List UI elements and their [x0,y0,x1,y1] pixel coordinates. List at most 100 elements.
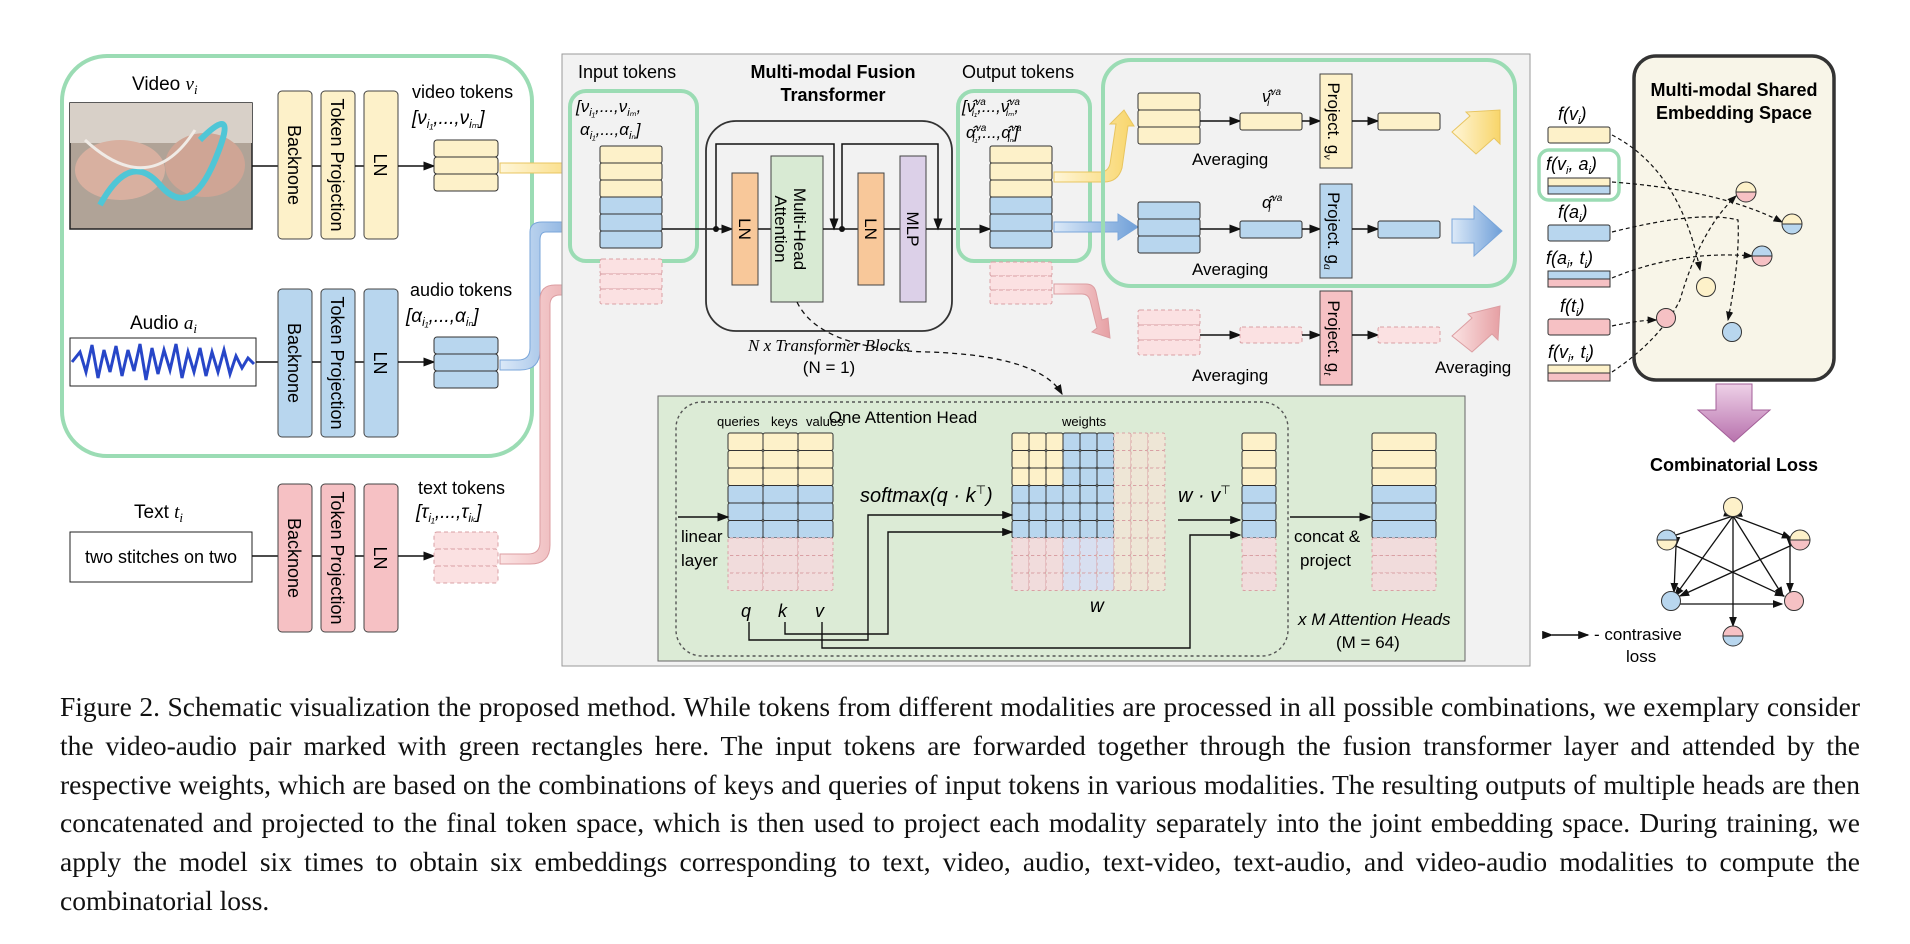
weights-symbol: w [1090,596,1105,617]
f-vt-token-top [1547,364,1611,374]
mlp-block [899,155,927,303]
audio-token-projection-label: Token Projection [327,296,347,429]
project-gv-label: Project. gv [1321,82,1343,160]
f-va-label: f(vi, ai) [1546,154,1597,177]
audio-output-arrow [1053,213,1139,241]
f-va-token-bottom [1547,185,1611,195]
video-averaging-label: Averaging [1192,150,1268,169]
mha-label-line2: Attention [771,195,790,262]
output-tokens-label: Output tokens [962,62,1074,82]
f-vt-label: f(vi, ti) [1548,342,1594,365]
wv-formula: w · v⊤ [1178,483,1231,507]
text-backbone-block [277,483,313,633]
f-v-label: f(vi) [1558,104,1586,127]
fusion-ln1-label: LN [735,218,754,240]
loss-down-arrow [1696,383,1772,443]
input-tokens-stack [599,145,663,305]
audio-ln-block [363,288,399,438]
text-tokens-seq: [τi₁,...,τiₖ] [415,502,482,525]
audio-tokens-label: audio tokens [410,280,512,300]
f-va-token-top [1547,177,1611,187]
text-big-arrow [1451,305,1501,353]
text-averaging-right-label: Averaging [1435,358,1511,377]
text-token-projection-block [320,483,356,633]
audio-avg-stack [1137,201,1201,254]
point-f-at [1751,245,1773,267]
text-sample: two stitches on two [85,547,237,567]
input-tokens-label: Input tokens [578,62,676,82]
loss-node-video [1723,497,1743,517]
text-sample-box [69,531,253,583]
embedding-legend: f(vi) f(vi, ai) f(ai) f(ai, ti) f(ti) f(… [1537,104,1621,382]
combinatorial-loss-label: Combinatorial Loss [1650,455,1818,475]
audio-averaging-label: Averaging [1192,260,1268,279]
q-label: q [741,601,751,621]
video-backbone-block [277,90,313,240]
text-embedding-token [1377,326,1441,344]
fusion-title-line1: Multi-modal Fusion [751,62,916,82]
video-tokens-stack [433,139,499,192]
video-tokens-seq: [νi₁,...,νiₘ] [411,108,485,131]
audio-embedding-token [1377,220,1441,239]
video-thumbnail [69,102,253,230]
video-avg-stack [1137,92,1201,145]
fusion-title-line2: Transformer [780,85,885,105]
f-va-frame [1537,148,1621,202]
attention-head-frame [675,401,1289,657]
audio-big-arrow [1451,204,1503,258]
contrastive-loss-label: - contrasive [1594,625,1682,644]
attention-head-title: One Attention Head [829,408,977,427]
multi-head-attention-block [770,155,824,303]
input-tokens-seq-2: αi₁,...,αiₙ] [580,120,642,142]
concat-label: concat & [1294,527,1361,546]
point-f-va [1781,213,1803,235]
softmax-formula: softmax(q · k⊤) [860,483,993,507]
shared-title-line1: Multi-modal Shared [1650,80,1817,100]
video-tokens-label: video tokens [412,82,513,102]
queries-label: queries [717,414,760,429]
head-output-column [1241,432,1277,591]
concat-output-column [1371,432,1437,591]
mha-label-line1: Multi-Head [790,188,809,270]
f-at-token-bottom [1547,278,1611,288]
project-ga-block [1319,183,1353,279]
v-label: v [815,601,825,621]
f-at-label: f(ai, ti) [1546,248,1593,271]
audio-backbone-label: Backnone [284,323,304,403]
transformer-blocks-count: (N = 1) [803,358,855,377]
loss-node-audio [1661,591,1681,611]
fusion-ln2-label: LN [861,218,880,240]
text-tokens-label: text tokens [418,478,505,498]
text-avg-token [1239,326,1303,344]
project-gv-block [1319,73,1353,169]
layer-label: layer [681,551,718,570]
contrastive-loss-label-2: loss [1626,647,1656,666]
output-tokens-stack [989,145,1053,305]
embedding-points [1611,134,1803,373]
f-at-token-top [1547,270,1611,280]
video-big-arrow [1451,109,1501,155]
va-projection-frame [1101,58,1517,288]
text-ln-block [363,483,399,633]
keys-label: keys [771,414,798,429]
fusion-ln1-block [731,172,759,286]
text-averaging-label: Averaging [1192,366,1268,385]
video-embedding-token [1377,112,1441,131]
text-token-projection-label: Token Projection [327,491,347,624]
video-ln-block [363,90,399,240]
video-token-projection-label: Token Projection [327,98,347,231]
linear-label: linear [681,527,723,546]
point-f-t [1656,308,1676,328]
k-label: k [778,601,788,621]
text-ln-label: LN [370,546,390,569]
audio-label: Audio ai [130,313,197,336]
text-backbone-label: Backnone [284,518,304,598]
transformer-blocks-label: N x Transformer Blocks [747,336,910,355]
audio-tokens-seq: [αi₁,...,αiₙ] [405,306,479,329]
f-vt-token-bottom [1547,372,1611,382]
transformer-block-frame [705,120,953,332]
loss-graph [1656,497,1811,647]
